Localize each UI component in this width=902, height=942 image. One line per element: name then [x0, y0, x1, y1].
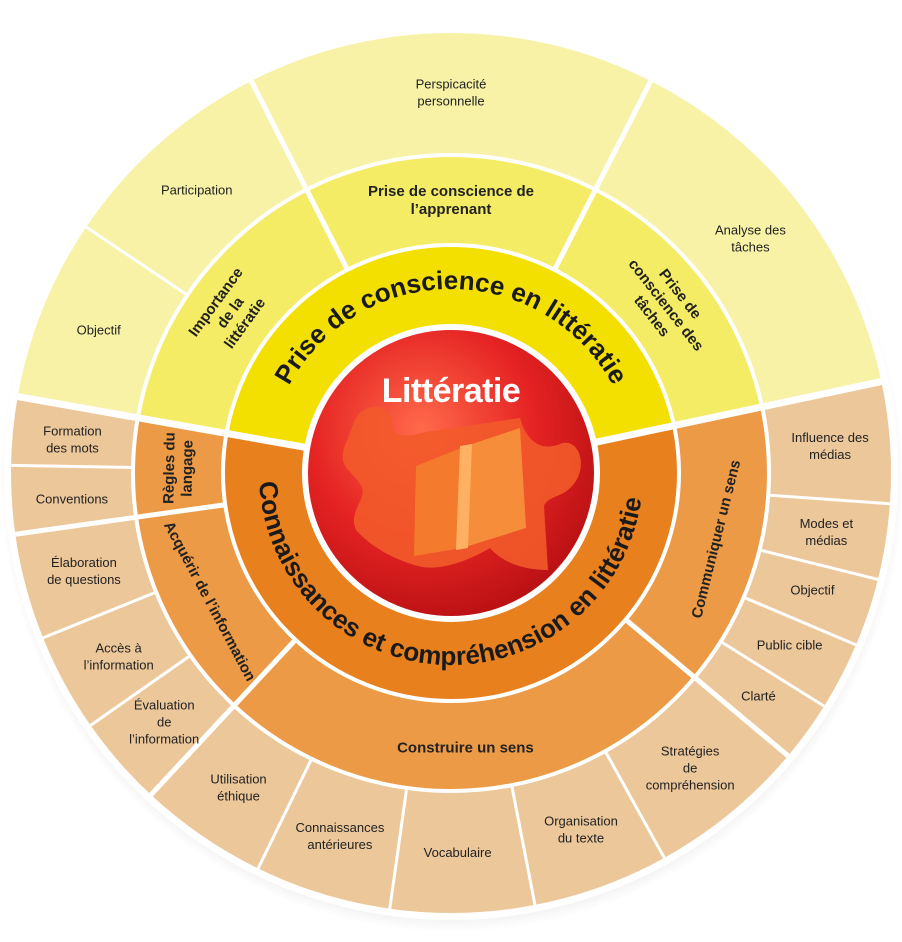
- middle-divider: [552, 79, 653, 271]
- middle-label-langage: Règles dulangage: [160, 432, 196, 504]
- outer-sector-modes: [759, 495, 890, 580]
- outer-divider: [719, 640, 825, 708]
- outer-divider: [768, 493, 891, 506]
- outer-sector-conventions: [10, 465, 137, 535]
- outer-divider: [42, 590, 157, 640]
- middle-label-construire: Construire un sens: [397, 740, 534, 757]
- outer-label-conventions: Conventions: [36, 492, 109, 507]
- outer-sector-public: [720, 597, 857, 707]
- outer-divider: [759, 548, 879, 581]
- book-puzzle-icon: [342, 406, 581, 570]
- outer-label-public: Public cible: [757, 638, 823, 653]
- segment-dividers: [11, 79, 891, 909]
- outer-sector-elaboration: [15, 517, 157, 638]
- outer-divider: [510, 784, 537, 906]
- major-divider: [593, 378, 883, 447]
- outer-label-clarte: Clarté: [741, 688, 776, 703]
- outer-sector-clarte: [694, 641, 825, 756]
- middle-sector-importance: [137, 189, 348, 434]
- ring-divider: [131, 153, 771, 793]
- outer-divider: [388, 787, 409, 909]
- outer-sector-analyse: [595, 80, 882, 407]
- middle-sector-taches: [554, 189, 763, 426]
- inner-sector-knowledge: [223, 425, 679, 701]
- middle-sector-information: [136, 504, 296, 706]
- outer-label-objectif-1: Objectif: [77, 323, 121, 338]
- outer-sector-objectif-1: [17, 226, 188, 418]
- outer-sector-acces: [43, 592, 191, 726]
- outer-divider: [256, 758, 313, 870]
- inner-sector-awareness: [226, 245, 675, 448]
- outer-sector-utilisation: [150, 705, 312, 869]
- outer-sector-participation: [86, 80, 307, 296]
- outer-sector-objectif-2: [743, 549, 878, 645]
- outer-sector-evaluation: [90, 655, 235, 795]
- center-title: Littératie: [382, 372, 521, 410]
- outer-label-participation: Participation: [161, 183, 233, 198]
- outer-label-vocabulaire: Vocabulaire: [424, 845, 492, 860]
- outer-sector-perspicacite: [251, 33, 651, 190]
- outer-label-objectif-2: Objectif: [790, 582, 834, 597]
- outer-divider: [85, 225, 189, 297]
- book-right-page: [462, 428, 526, 548]
- outer-divider: [743, 595, 857, 647]
- major-divider: [17, 393, 308, 452]
- outer-divider: [603, 750, 666, 859]
- middle-divider: [14, 502, 226, 537]
- middle-sector-langage: [133, 417, 227, 518]
- outer-sector-vocabulaire: [389, 785, 535, 913]
- book-left-page: [414, 446, 466, 556]
- middle-sector-apprenant: [306, 155, 596, 270]
- middle-sector-communiquer: [625, 406, 769, 678]
- middle-divider: [149, 638, 298, 797]
- outer-divider: [89, 654, 192, 727]
- outer-sector-connaissances: [258, 758, 407, 909]
- middle-divider: [624, 617, 790, 758]
- outer-divider: [11, 463, 134, 469]
- book-spine: [456, 444, 472, 550]
- center-disc: Littératie: [302, 324, 600, 622]
- outer-sector-influence: [762, 381, 891, 504]
- middle-divider: [249, 79, 350, 271]
- ring-divider: [221, 243, 681, 703]
